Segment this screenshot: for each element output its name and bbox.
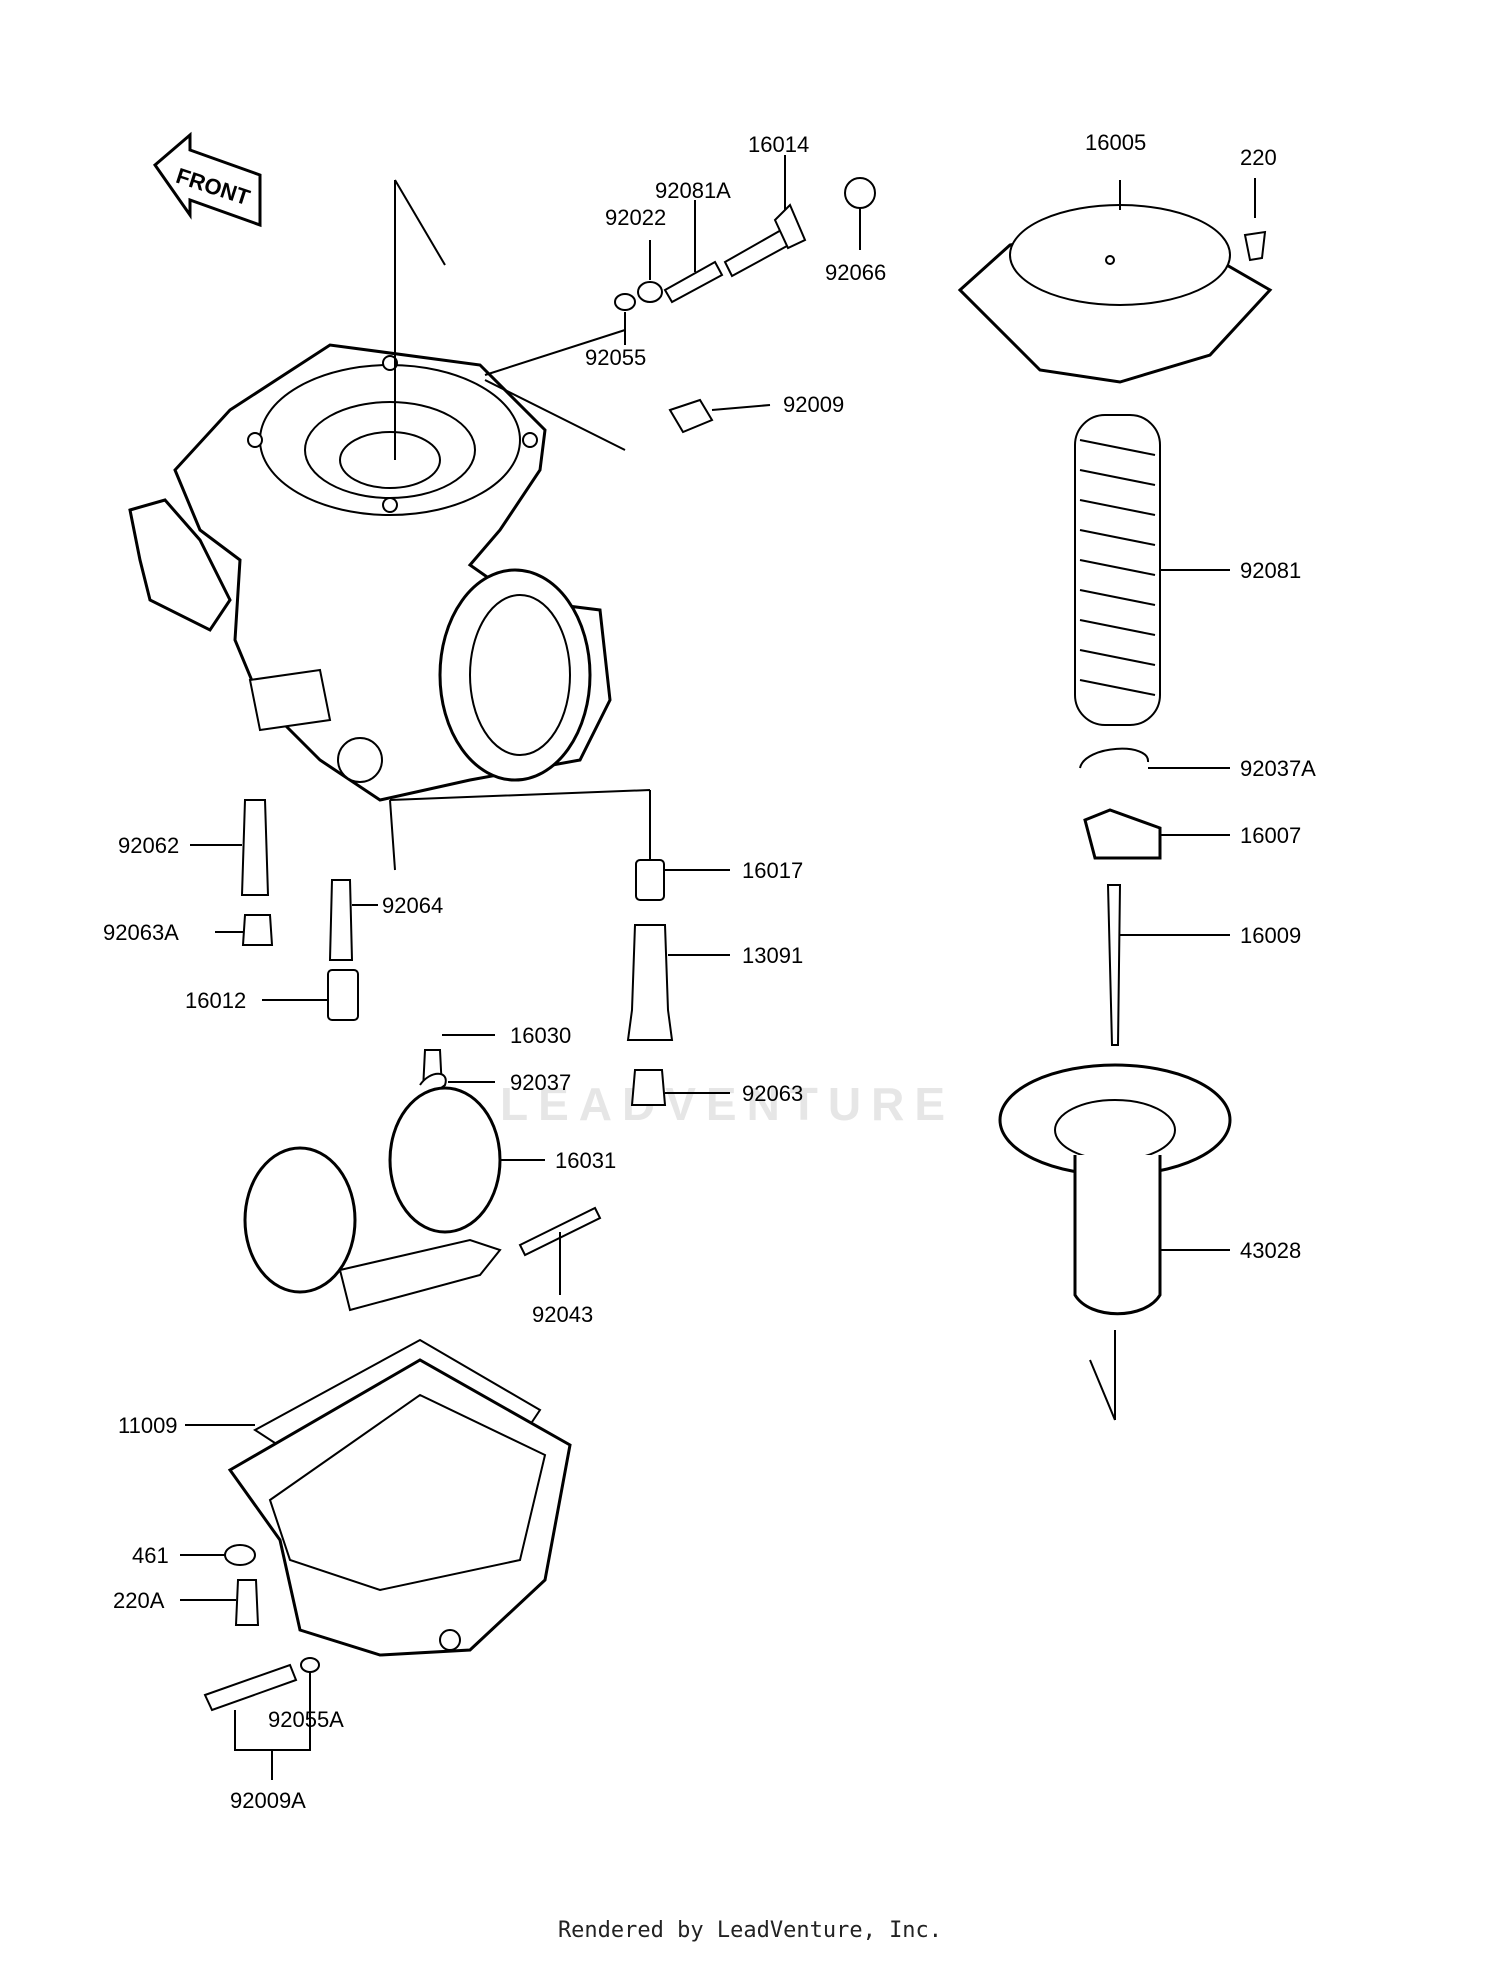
label-92055A: 92055A [268, 1707, 344, 1732]
label-220: 220 [1240, 145, 1277, 170]
label-16031: 16031 [555, 1148, 616, 1173]
label-92043: 92043 [532, 1302, 593, 1327]
label-11009: 11009 [118, 1413, 178, 1438]
label-16012: 16012 [185, 988, 246, 1013]
label-92081: 92081 [1240, 558, 1301, 583]
label-92022: 92022 [605, 205, 666, 230]
label-16017: 16017 [742, 858, 803, 883]
label-16009: 16009 [1240, 923, 1301, 948]
label-92081A: 92081A [655, 178, 731, 203]
label-16030: 16030 [510, 1023, 571, 1048]
footer-credit: Rendered by LeadVenture, Inc. [557, 1918, 943, 1943]
label-16005: 16005 [1085, 130, 1146, 155]
label-92009A: 92009A [230, 1788, 306, 1813]
label-92063A: 92063A [103, 920, 179, 945]
label-16007: 16007 [1240, 823, 1301, 848]
label-92055: 92055 [585, 345, 646, 370]
label-16014: 16014 [748, 132, 809, 157]
spring-92081 [1074, 414, 1161, 726]
watermark-text: LEADVENTURE [500, 1078, 955, 1130]
label-92037: 92037 [510, 1070, 571, 1095]
label-220A: 220A [113, 1588, 165, 1613]
label-92062: 92062 [118, 833, 179, 858]
front-arrow-icon: FRONT [152, 131, 262, 228]
label-43028: 43028 [1240, 1238, 1301, 1263]
label-92064: 92064 [382, 893, 443, 918]
label-92037A: 92037A [1240, 756, 1316, 781]
label-461: 461 [132, 1543, 169, 1568]
carburetor-body [128, 343, 612, 802]
float-16031 [243, 1086, 502, 1312]
label-92063: 92063 [742, 1081, 803, 1106]
label-92009: 92009 [783, 392, 844, 417]
label-92066: 92066 [825, 260, 886, 285]
label-13091: 13091 [742, 943, 803, 968]
